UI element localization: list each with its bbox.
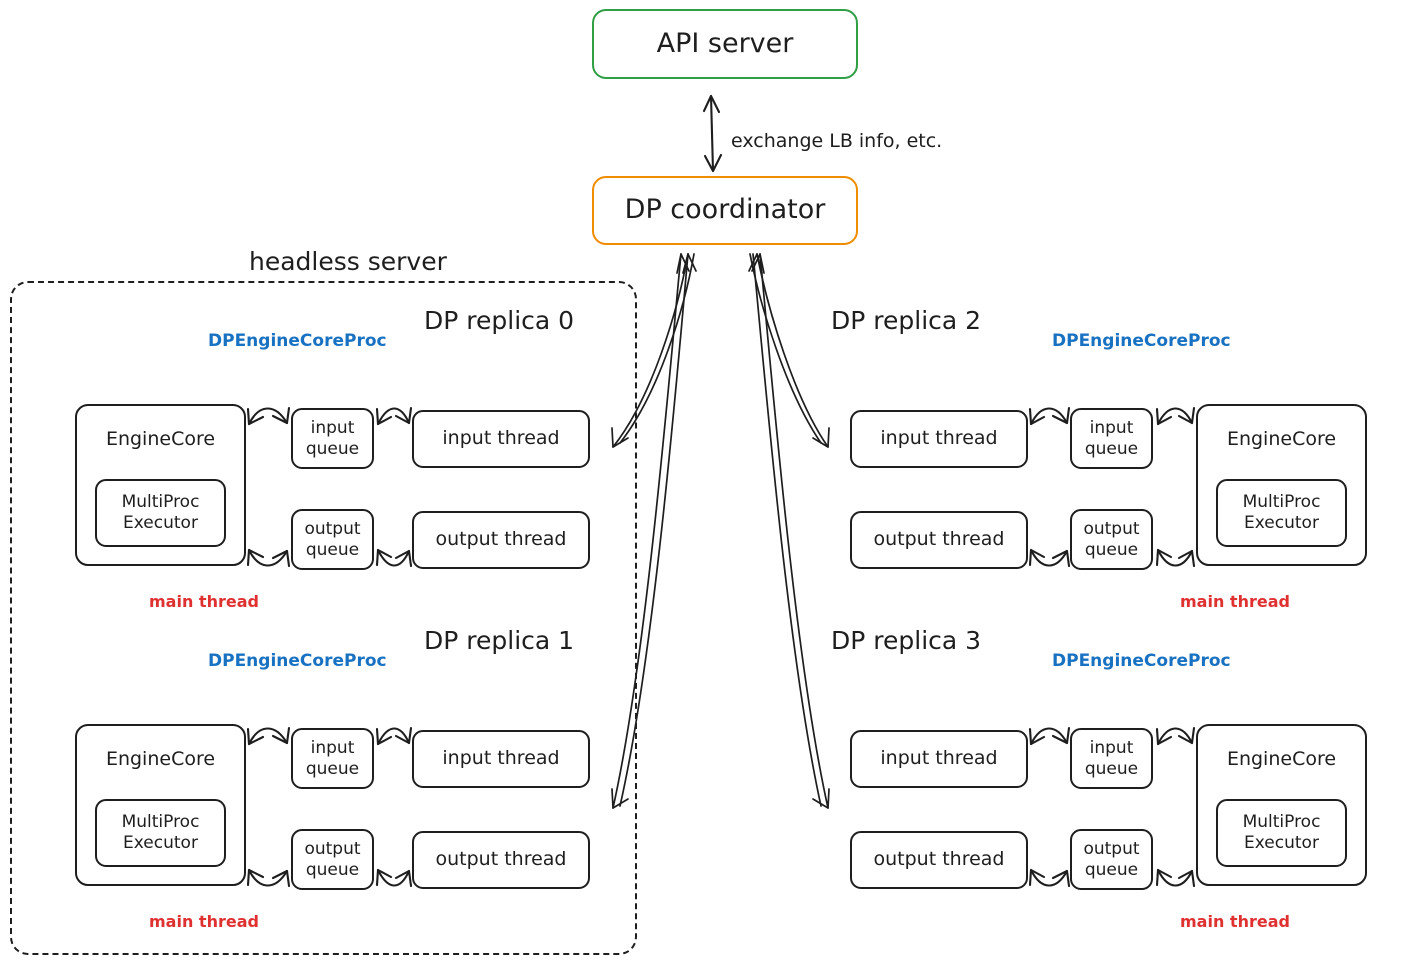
dp-replica-1-engine-core[interactable]: EngineCore (75, 724, 246, 886)
input-queue-line1: input (310, 737, 355, 758)
dp-replica-3-process-label: DPEngineCoreProc (1052, 651, 1231, 671)
engine-core-label: EngineCore (105, 748, 216, 770)
dp-replica-0-input-queue[interactable]: input queue (291, 408, 374, 469)
input-thread-label: input thread (880, 427, 998, 450)
multiproc-executor-line1: MultiProc (1242, 812, 1321, 833)
dp-replica-3-title: DP replica 3 (831, 626, 982, 655)
dp-replica-0-process-label: DPEngineCoreProc (208, 331, 387, 351)
multiproc-executor-line2: Executor (1244, 833, 1319, 853)
output-queue-line2: queue (1084, 859, 1139, 880)
output-thread-label: output thread (435, 528, 567, 551)
dp-replica-1-process-label: DPEngineCoreProc (208, 651, 387, 671)
dp-replica-1-input-thread[interactable]: input thread (412, 730, 590, 788)
dp-coordinator-label: DP coordinator (624, 194, 826, 226)
input-thread-label: input thread (442, 747, 560, 770)
input-thread-label: input thread (442, 427, 560, 450)
api-server-node[interactable]: API server (592, 9, 858, 79)
dp-replica-2-output-queue[interactable]: output queue (1070, 509, 1153, 570)
dp-replica-3-output-thread[interactable]: output thread (850, 831, 1028, 889)
api-server-label: API server (656, 27, 794, 59)
dp-replica-1-output-queue[interactable]: output queue (291, 829, 374, 890)
input-queue-line1: input (1089, 417, 1134, 438)
input-queue-line2: queue (1084, 438, 1139, 459)
dp-replica-0-output-queue[interactable]: output queue (291, 509, 374, 570)
multiproc-executor-line2: Executor (1244, 513, 1319, 533)
dp-replica-0-engine-core[interactable]: EngineCore (75, 404, 246, 566)
dp-replica-1-output-thread[interactable]: output thread (412, 831, 590, 889)
engine-core-label: EngineCore (1226, 748, 1337, 770)
multiproc-executor-line1: MultiProc (1242, 492, 1321, 513)
dp-replica-2-title: DP replica 2 (831, 306, 982, 335)
input-queue-line2: queue (305, 438, 360, 459)
multiproc-executor-line2: Executor (123, 833, 198, 853)
dp-replica-2-multiproc-executor[interactable]: MultiProc Executor (1216, 479, 1347, 547)
dp-replica-0-output-thread[interactable]: output thread (412, 511, 590, 569)
dp-replica-3-engine-core[interactable]: EngineCore (1196, 724, 1367, 886)
dp-replica-1-main-thread-label: main thread (149, 912, 259, 931)
dp-replica-0-main-thread-label: main thread (149, 592, 259, 611)
dp-replica-0-multiproc-executor[interactable]: MultiProc Executor (95, 479, 226, 547)
dp-replica-2-input-thread[interactable]: input thread (850, 410, 1028, 468)
output-queue-line1: output (1083, 838, 1140, 859)
output-queue-line2: queue (305, 859, 360, 880)
dp-replica-2-output-thread[interactable]: output thread (850, 511, 1028, 569)
dp-replica-2-engine-core[interactable]: EngineCore (1196, 404, 1367, 566)
output-queue-line1: output (1083, 518, 1140, 539)
dp-replica-0-title: DP replica 0 (424, 306, 575, 335)
multiproc-executor-line1: MultiProc (121, 492, 200, 513)
dp-replica-1-multiproc-executor[interactable]: MultiProc Executor (95, 799, 226, 867)
arrow-coordinator-to-replica-3 (751, 253, 830, 809)
multiproc-executor-line2: Executor (123, 513, 198, 533)
dp-replica-3-main-thread-label: main thread (1180, 912, 1290, 931)
output-queue-line1: output (304, 838, 361, 859)
engine-core-label: EngineCore (105, 428, 216, 450)
input-thread-label: input thread (880, 747, 998, 770)
dp-replica-3-input-queue[interactable]: input queue (1070, 728, 1153, 789)
output-thread-label: output thread (435, 848, 567, 871)
arrow-coordinator-to-replica-2 (748, 253, 830, 448)
dp-coordinator-node[interactable]: DP coordinator (592, 176, 858, 245)
dp-replica-3-multiproc-executor[interactable]: MultiProc Executor (1216, 799, 1347, 867)
dp-replica-3-output-queue[interactable]: output queue (1070, 829, 1153, 890)
output-thread-label: output thread (873, 848, 1005, 871)
input-queue-line1: input (1089, 737, 1134, 758)
dp-replica-1-input-queue[interactable]: input queue (291, 728, 374, 789)
multiproc-executor-line1: MultiProc (121, 812, 200, 833)
dp-replica-0-input-thread[interactable]: input thread (412, 410, 590, 468)
dp-replica-2-process-label: DPEngineCoreProc (1052, 331, 1231, 351)
dp-replica-3-input-thread[interactable]: input thread (850, 730, 1028, 788)
output-thread-label: output thread (873, 528, 1005, 551)
output-queue-line2: queue (305, 539, 360, 560)
input-queue-line2: queue (1084, 758, 1139, 779)
engine-core-label: EngineCore (1226, 428, 1337, 450)
dp-replica-2-main-thread-label: main thread (1180, 592, 1290, 611)
exchange-lb-info-label: exchange LB info, etc. (731, 130, 943, 152)
dp-replica-1-title: DP replica 1 (424, 626, 575, 655)
dp-replica-2-input-queue[interactable]: input queue (1070, 408, 1153, 469)
output-queue-line1: output (304, 518, 361, 539)
input-queue-line2: queue (305, 758, 360, 779)
arrow-api-to-coordinator (702, 94, 723, 173)
input-queue-line1: input (310, 417, 355, 438)
headless-server-label: headless server (249, 247, 447, 276)
output-queue-line2: queue (1084, 539, 1139, 560)
